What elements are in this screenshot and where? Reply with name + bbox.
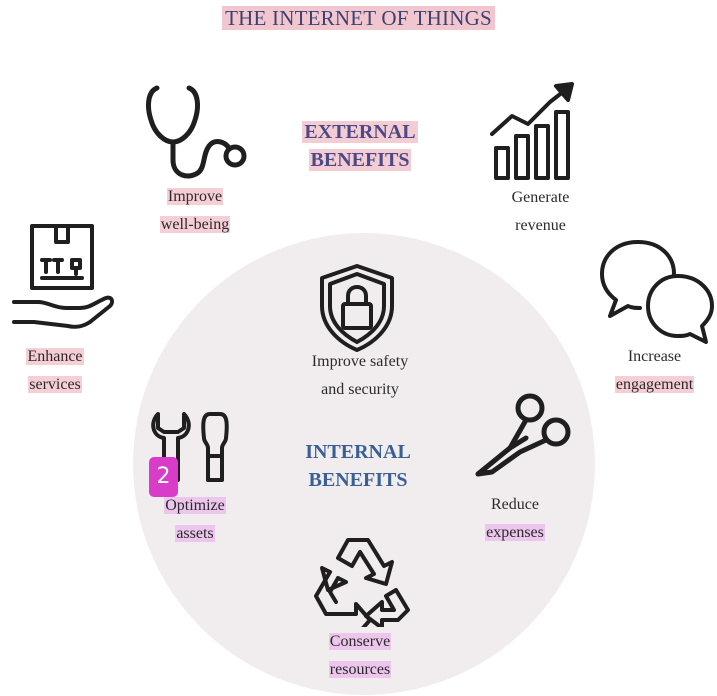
- conserve-resources-label: Conserve resources: [328, 633, 392, 678]
- reduce-expenses-label: Reduce expenses: [485, 496, 545, 541]
- external-benefits-heading: EXTERNAL BENEFITS: [302, 121, 418, 171]
- chat-bubbles-icon: [598, 236, 717, 346]
- page-title: THE INTERNET OF THINGS: [0, 6, 717, 31]
- enhance-services-label: Enhance services: [26, 348, 84, 393]
- marker-badge: 2: [149, 457, 178, 497]
- recycle-icon: [300, 532, 420, 627]
- scissors-icon: [470, 392, 580, 492]
- improve-safety-label: Improve safety and security: [311, 353, 409, 398]
- improve-wellbeing-label: Improve well-being: [159, 188, 231, 233]
- hand-box-icon: [10, 218, 120, 338]
- generate-revenue-label: Generate revenue: [511, 189, 570, 234]
- optimize-assets-label: Optimize assets: [164, 497, 226, 542]
- growth-chart-icon: [488, 78, 593, 183]
- increase-engagement-label: Increase engagement: [614, 348, 695, 393]
- shield-lock-icon: [316, 262, 398, 354]
- tools-icon: [148, 408, 244, 486]
- internal-benefits-heading: INTERNAL BENEFITS: [305, 441, 411, 491]
- stethoscope-icon: [143, 80, 253, 185]
